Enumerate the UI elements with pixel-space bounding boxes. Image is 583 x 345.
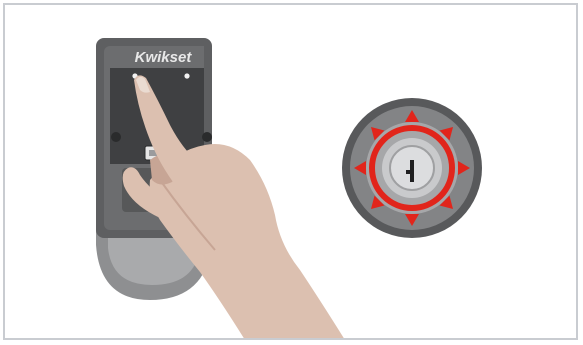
- screw-left: [111, 132, 121, 142]
- brand-logo: Kwikset: [135, 49, 193, 66]
- hand-illustration: [123, 75, 345, 340]
- screw-right: [202, 132, 212, 142]
- key-cylinder: [342, 98, 482, 238]
- status-led-right: [184, 73, 189, 78]
